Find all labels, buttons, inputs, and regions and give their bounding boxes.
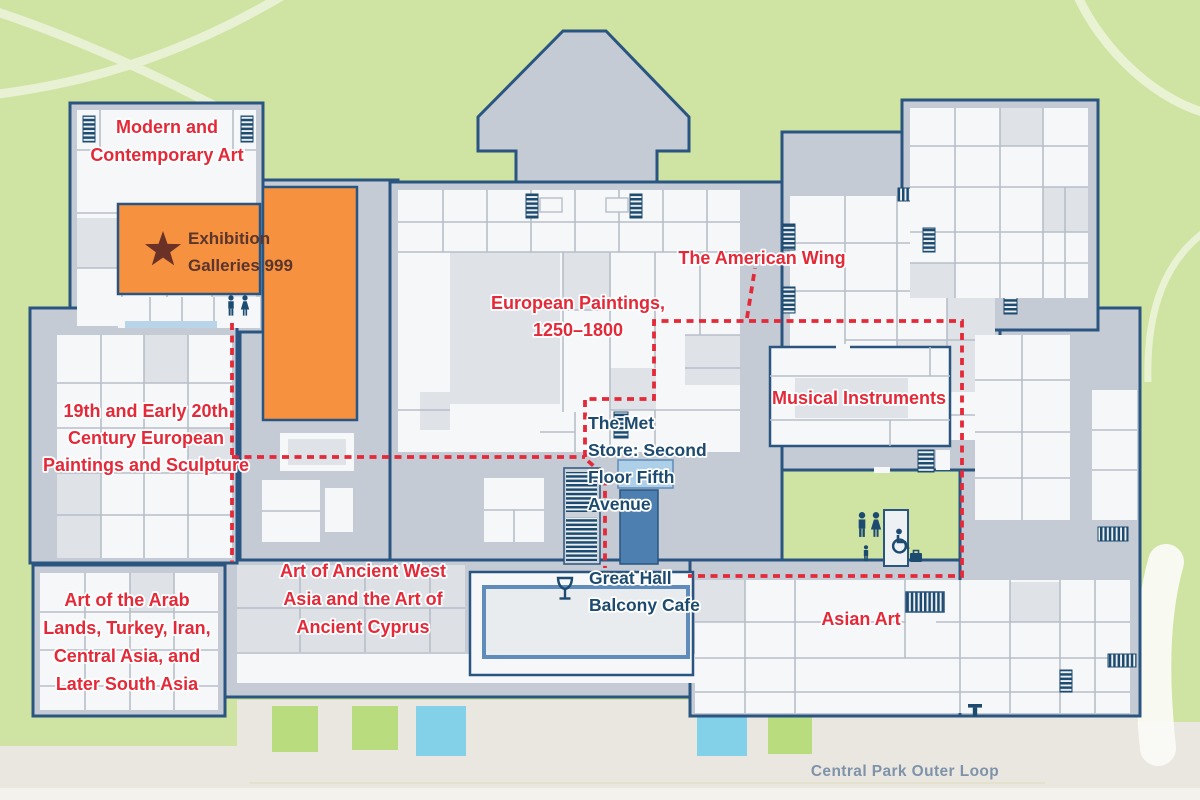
- elevator-icon: [922, 227, 936, 253]
- balcony-bridge: [125, 321, 217, 328]
- square-blue: [416, 706, 466, 756]
- great-hall-opening: [482, 585, 690, 659]
- svg-text:Later South Asia: Later South Asia: [56, 674, 199, 694]
- label-arab-lands: Art of the Arab Lands, Turkey, Iran, Cen…: [42, 588, 213, 696]
- elevator-icon: [240, 115, 254, 143]
- stairs-icon: [566, 517, 597, 561]
- label-great-hall-cafe: Great Hall Balcony Cafe: [587, 566, 702, 617]
- svg-text:The American Wing: The American Wing: [678, 248, 845, 268]
- restroom-group: [858, 509, 923, 567]
- label-musical-instruments: Musical Instruments: [770, 386, 948, 410]
- elevator-icon: [782, 223, 796, 251]
- svg-text:Paintings and Sculpture: Paintings and Sculpture: [43, 455, 249, 475]
- svg-text:1250–1800: 1250–1800: [533, 320, 623, 340]
- svg-text:Modern and: Modern and: [116, 117, 218, 137]
- svg-text:Century European: Century European: [68, 428, 224, 448]
- svg-text:The Met: The Met: [588, 413, 654, 433]
- stairs-icon: [917, 449, 935, 473]
- exhibition-galleries-999: [116, 185, 359, 422]
- exhibition-block-west: [116, 202, 262, 296]
- wing-european-paintings: [398, 190, 740, 542]
- wing-arab-lands: [40, 573, 218, 710]
- elevator-icon: [782, 286, 796, 314]
- label-19th-century: 19th and Early 20th Century European Pai…: [41, 399, 251, 477]
- elevator-icon: [525, 193, 539, 219]
- wing-musical-instruments: [768, 344, 952, 473]
- svg-text:Asian Art: Asian Art: [821, 609, 900, 629]
- stairs-icon: [613, 411, 629, 439]
- corridor-rooms: [262, 433, 354, 542]
- svg-text:19th and Early 20th: 19th and Early 20th: [63, 401, 228, 421]
- svg-text:Musical Instruments: Musical Instruments: [772, 388, 946, 408]
- svg-text:Contemporary Art: Contemporary Art: [90, 145, 243, 165]
- square-green: [352, 706, 398, 750]
- svg-text:Exhibition: Exhibition: [188, 229, 270, 248]
- east-galleries: [975, 335, 1137, 542]
- stairs-icon: [1097, 526, 1129, 542]
- svg-text:Central Asia, and: Central Asia, and: [54, 646, 200, 666]
- exhibition-block-east: [261, 185, 359, 422]
- label-asian-art: Asian Art: [820, 607, 903, 631]
- stairs-icon: [1107, 653, 1137, 668]
- label-met-store: The Met Store: Second Floor Fifth Avenue: [586, 411, 708, 516]
- wing-19th-century: [57, 335, 232, 558]
- svg-text:Central Park Outer Loop: Central Park Outer Loop: [811, 763, 999, 780]
- exhibition-star-icon: [144, 231, 182, 266]
- wayfinding-route: [230, 267, 964, 578]
- svg-text:Floor Fifth: Floor Fifth: [588, 467, 675, 487]
- svg-text:Great Hall: Great Hall: [589, 568, 672, 588]
- svg-text:Lands, Turkey, Iran,: Lands, Turkey, Iran,: [43, 618, 210, 638]
- elevator-icon: [629, 193, 643, 219]
- svg-text:Avenue: Avenue: [588, 494, 651, 514]
- svg-text:Art of the Arab: Art of the Arab: [64, 590, 189, 610]
- label-modern-contemporary-art: Modern and Contemporary Art: [89, 115, 246, 167]
- label-exhibition-galleries: Exhibition Galleries 999: [188, 229, 293, 275]
- svg-text:Art of Ancient West: Art of Ancient West: [280, 561, 446, 581]
- svg-text:Asia and the Art of: Asia and the Art of: [283, 589, 443, 609]
- svg-text:European Paintings,: European Paintings,: [491, 293, 665, 313]
- great-hall-balcony-cafe: [468, 570, 695, 677]
- wing-american-north-galleries: [910, 108, 1088, 298]
- label-american-wing: The American Wing: [677, 246, 848, 270]
- svg-text:Store: Second: Store: Second: [588, 440, 707, 460]
- svg-text:Ancient Cyprus: Ancient Cyprus: [296, 617, 429, 637]
- great-hall-roof: [476, 29, 691, 184]
- elevator-icon: [82, 115, 96, 143]
- label-central-park-outer-loop: Central Park Outer Loop: [811, 763, 999, 780]
- grand-staircase: [563, 467, 601, 565]
- wing-asian-art: [695, 580, 1137, 717]
- label-european-paintings: European Paintings, 1250–1800: [489, 291, 667, 342]
- square-green: [272, 706, 318, 752]
- svg-text:Galleries 999: Galleries 999: [188, 256, 293, 275]
- park-white-path: [1135, 544, 1184, 766]
- elevator-icon: [1059, 669, 1073, 693]
- stairs-icon: [905, 591, 945, 613]
- stairs-icon: [566, 472, 597, 512]
- label-ancient-west-asia: Art of Ancient West Asia and the Art of …: [278, 559, 448, 639]
- great-hall-mezzanine: [617, 459, 674, 565]
- svg-text:Balcony Cafe: Balcony Cafe: [589, 595, 700, 615]
